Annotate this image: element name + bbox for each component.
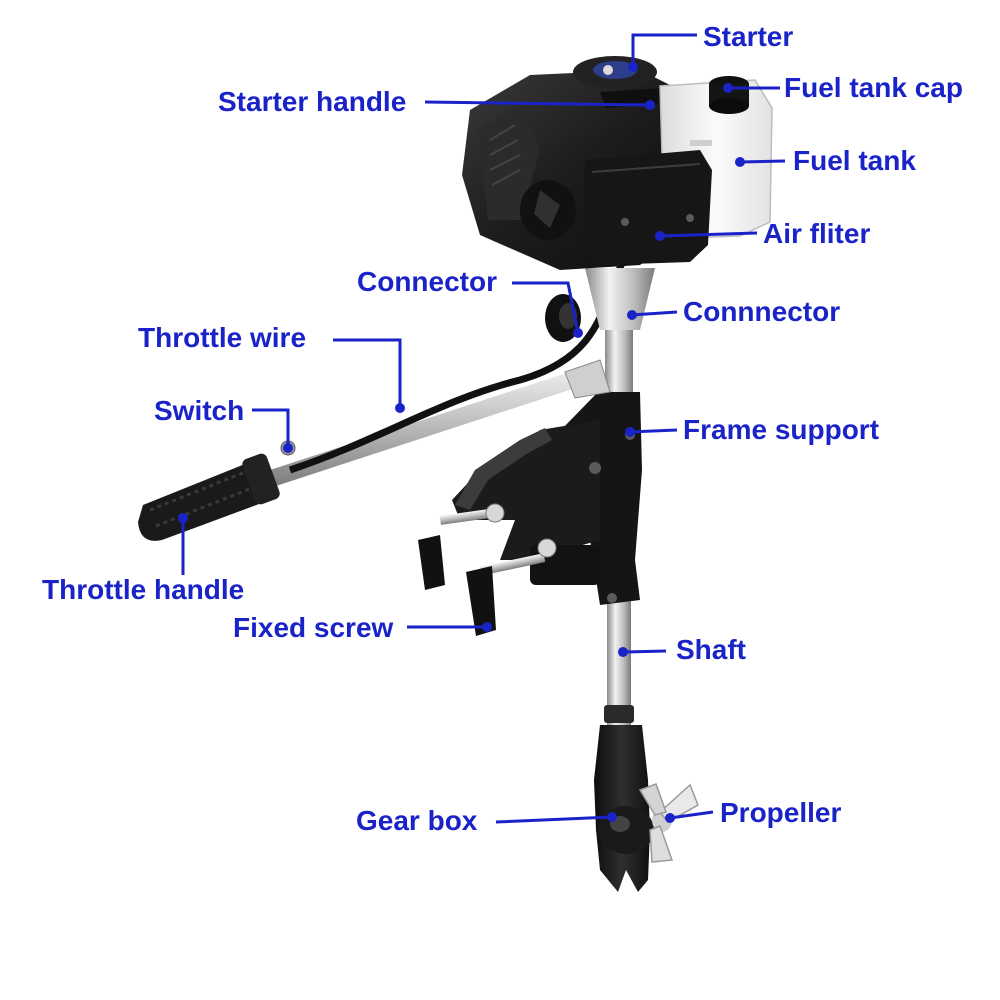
label-propeller: Propeller: [720, 797, 842, 828]
propeller: [638, 783, 699, 863]
label-gear-box: Gear box: [356, 805, 478, 836]
gear-box: [594, 725, 654, 892]
throttle-handle: [138, 453, 280, 541]
label-throttle-wire: Throttle wire: [138, 322, 307, 353]
fuel-tank-cap: [709, 76, 749, 114]
label-starter: Starter: [703, 21, 794, 52]
label-connector-left: Connector: [357, 266, 497, 297]
label-switch: Switch: [154, 395, 245, 426]
label-shaft: Shaft: [676, 634, 746, 665]
fixed-screw-upper: [418, 503, 505, 590]
tiller-arm: [270, 359, 611, 486]
fixed-screw-lower: [466, 538, 557, 636]
label-fuel-tank-cap: Fuel tank cap: [784, 72, 963, 103]
label-frame-support: Frame support: [683, 414, 880, 445]
label-air-filter: Air fliter: [763, 218, 871, 249]
leader-dots: [178, 62, 745, 823]
leader-lines: [181, 33, 786, 824]
air-filter: [582, 150, 712, 265]
label-starter-handle: Starter handle: [218, 86, 407, 117]
starter: [573, 56, 657, 88]
label-connector-right: Connnector: [683, 296, 841, 327]
label-throttle-handle: Throttle handle: [42, 574, 245, 605]
shaft: [604, 590, 634, 740]
label-fixed-screw: Fixed screw: [233, 612, 394, 643]
label-fuel-tank: Fuel tank: [793, 145, 916, 176]
